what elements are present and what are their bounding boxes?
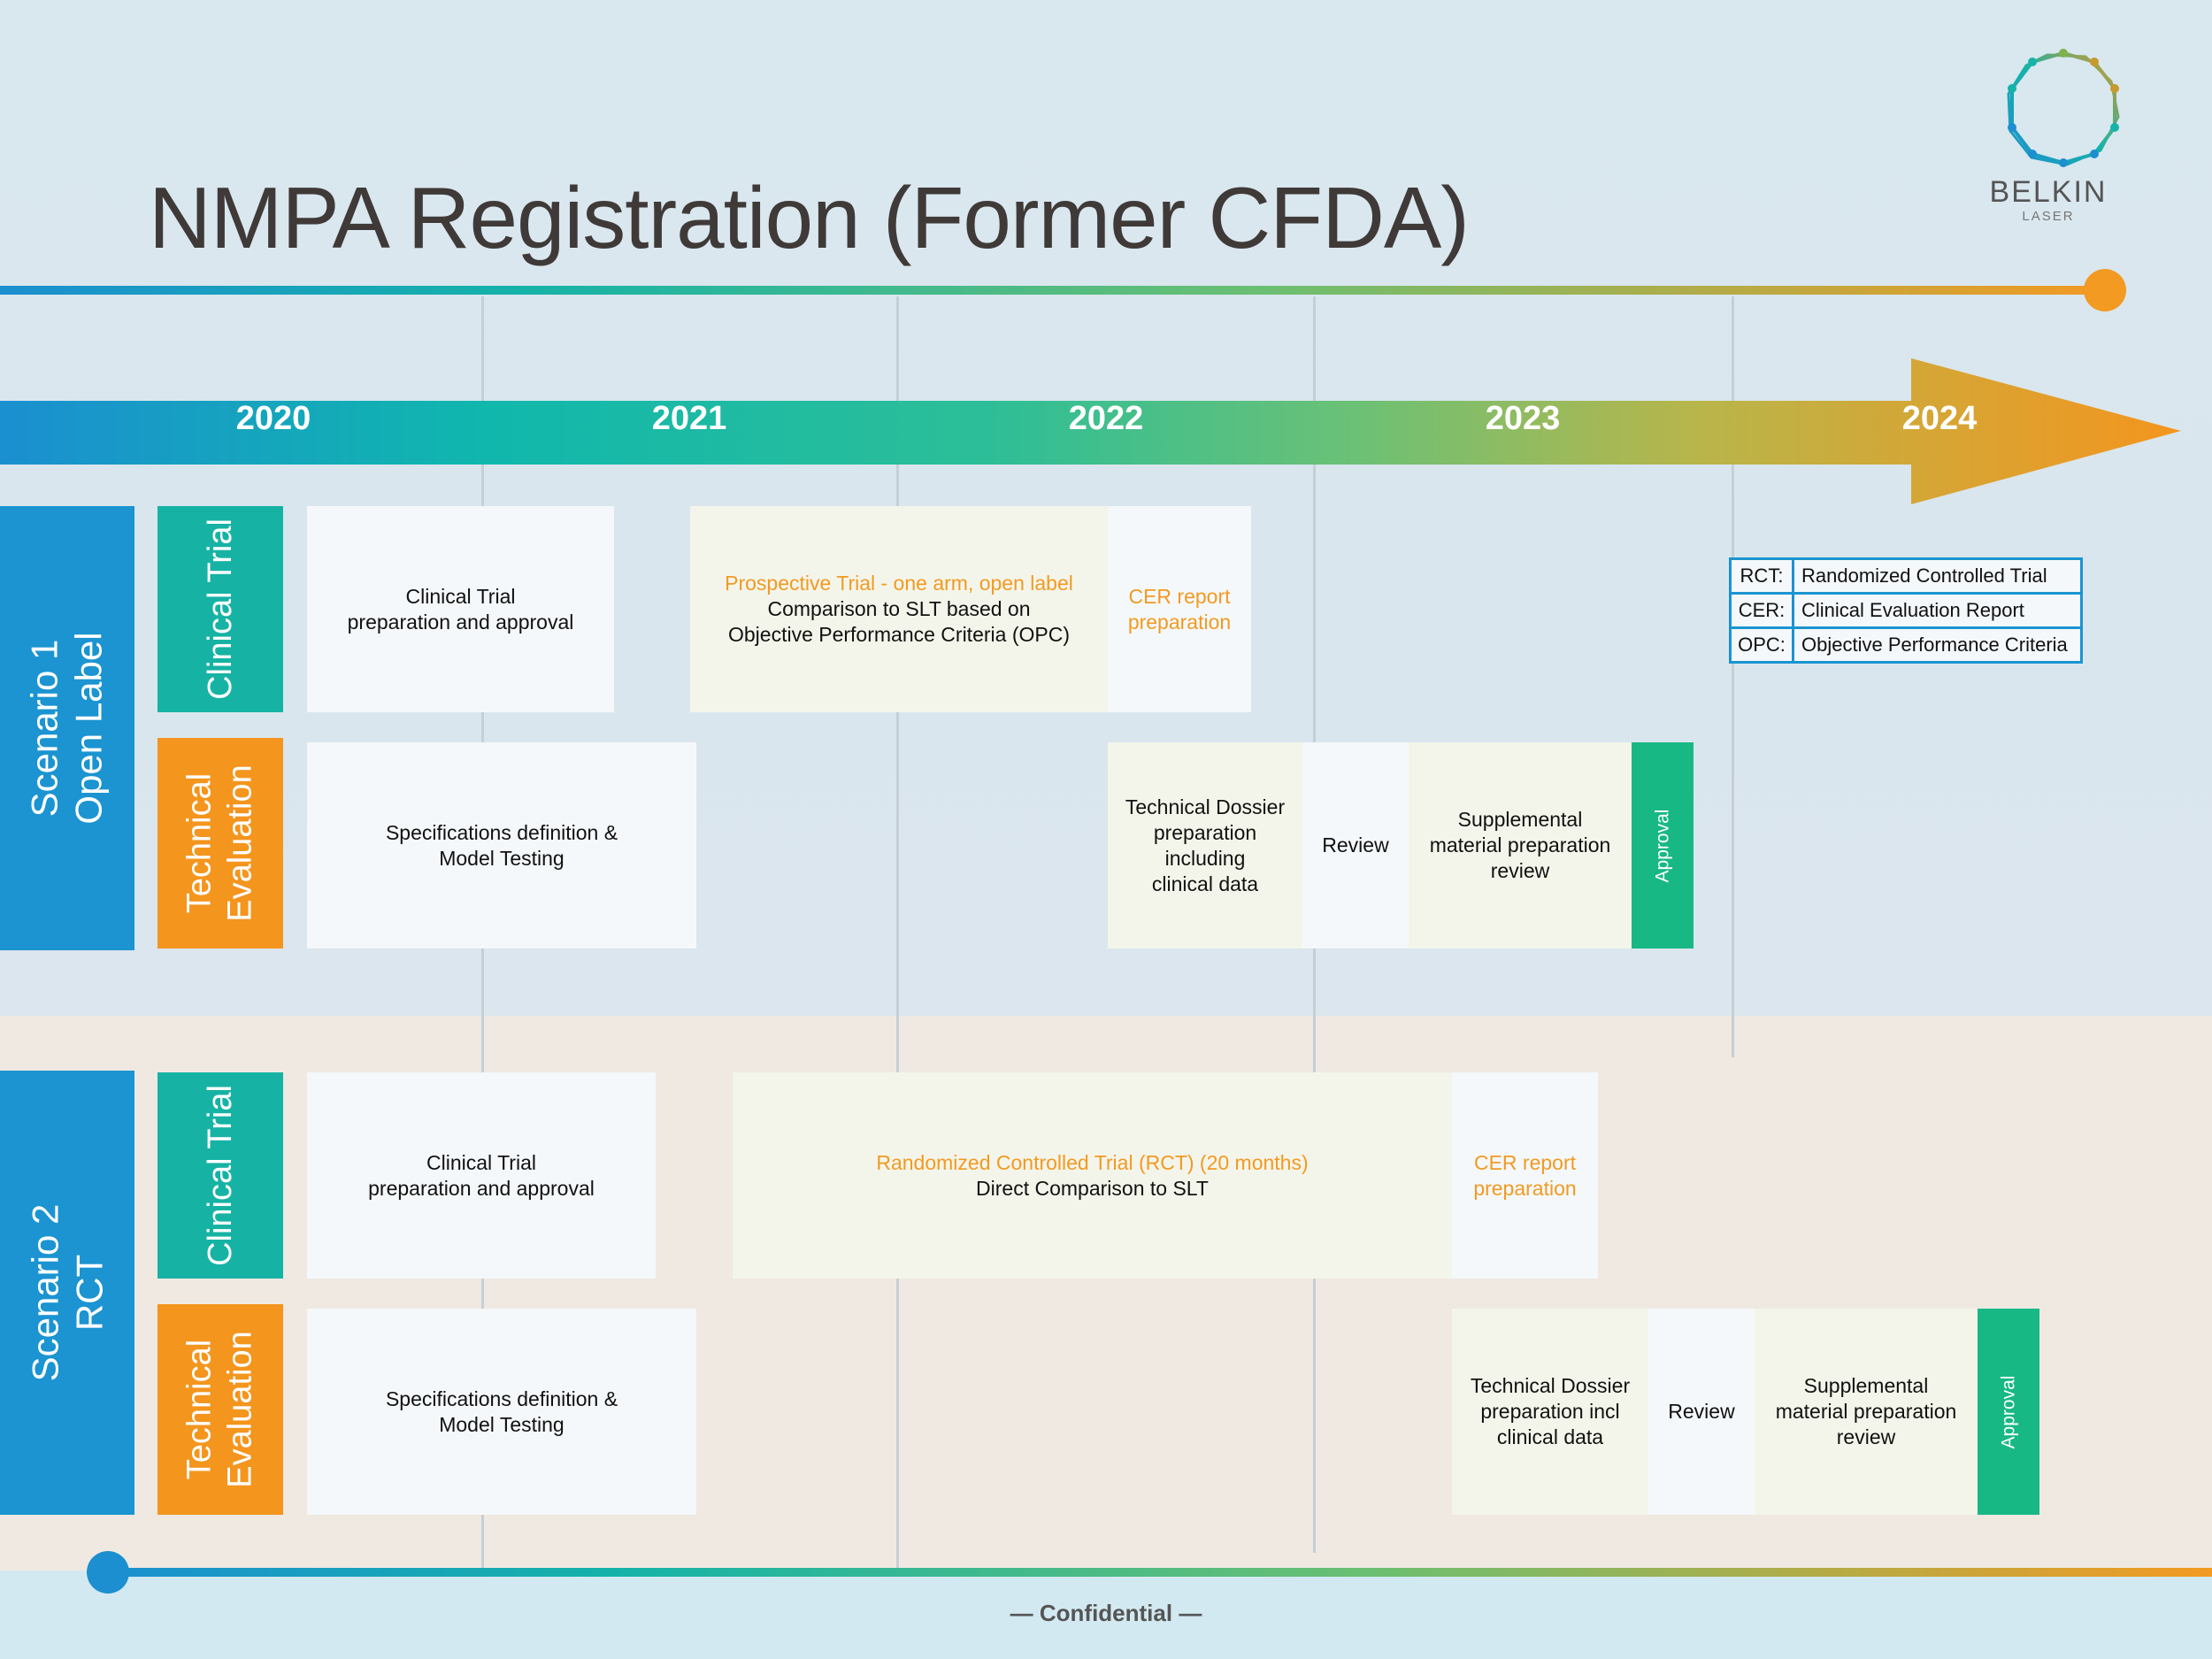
top-timeline-line (0, 286, 2106, 295)
year-divider (1732, 296, 1734, 1057)
s2-specifications-box: Specifications definition &Model Testing (307, 1309, 696, 1515)
scenario-2-clinical-trial-tag: Clinical Trial (157, 1072, 283, 1279)
bottom-line-start-dot (87, 1551, 129, 1594)
belkin-logo-icon (2007, 49, 2120, 167)
bottom-timeline-line (97, 1568, 2212, 1577)
scenario-1-technical-evaluation-tag: Technical Evaluation (157, 738, 283, 949)
s2-rct-box: Randomized Controlled Trial (RCT) (20 mo… (733, 1072, 1452, 1279)
s1-review-box: Review (1302, 742, 1409, 949)
legend-row: CER: Clinical Evaluation Report (1732, 592, 2080, 626)
s1-approval-box: Approval (1632, 742, 1694, 949)
logo-name: BELKIN (1989, 175, 2108, 209)
scenario-1-clinical-trial-tag: Clinical Trial (157, 506, 283, 712)
abbreviation-legend: RCT: Randomized Controlled Trial CER: Cl… (1729, 557, 2083, 664)
legend-row: OPC: Objective Performance Criteria (1732, 626, 2080, 661)
s2-technical-dossier-box: Technical Dossier preparation incl clini… (1452, 1309, 1648, 1515)
year-divider (896, 296, 899, 1571)
s1-specifications-box: Specifications definition &Model Testing (307, 742, 696, 949)
s1-prospective-trial-box: Prospective Trial - one arm, open label … (690, 506, 1108, 712)
scenario-2-label: Scenario 2 RCT (0, 1071, 134, 1515)
top-line-end-dot (2084, 269, 2126, 311)
footer-background (0, 1571, 2212, 1659)
confidential-footer: — Confidential — (1010, 1600, 1202, 1626)
scenario-1-subtitle: Open Label (68, 632, 110, 825)
scenario-2-title: Scenario 2 (24, 1203, 66, 1382)
page-title: NMPA Registration (Former CFDA) (149, 169, 1470, 266)
year-label-2020: 2020 (235, 400, 311, 437)
s1-technical-dossier-box: Technical Dossier preparation including … (1108, 742, 1302, 949)
year-label-2022: 2022 (1068, 400, 1144, 437)
s2-approval-box: Approval (1978, 1309, 2039, 1515)
scenario-2-subtitle: RCT (68, 1254, 111, 1332)
year-label-2021: 2021 (651, 400, 727, 437)
timeline-arrow (0, 358, 2181, 504)
year-label-2023: 2023 (1485, 400, 1561, 437)
logo-subtitle: LASER (2022, 209, 2075, 224)
legend-row: RCT: Randomized Controlled Trial (1732, 560, 2080, 592)
scenario-1-title: Scenario 1 (24, 639, 65, 818)
year-label-2024: 2024 (1901, 400, 1978, 437)
s2-review-box: Review (1648, 1309, 1755, 1515)
s1-supplemental-box: Supplemental material preparation review (1409, 742, 1632, 949)
scenario-2-technical-evaluation-tag: Technical Evaluation (157, 1304, 283, 1515)
scenario-1-label: Scenario 1 Open Label (0, 506, 134, 950)
s2-supplemental-box: Supplemental material preparation review (1755, 1309, 1978, 1515)
